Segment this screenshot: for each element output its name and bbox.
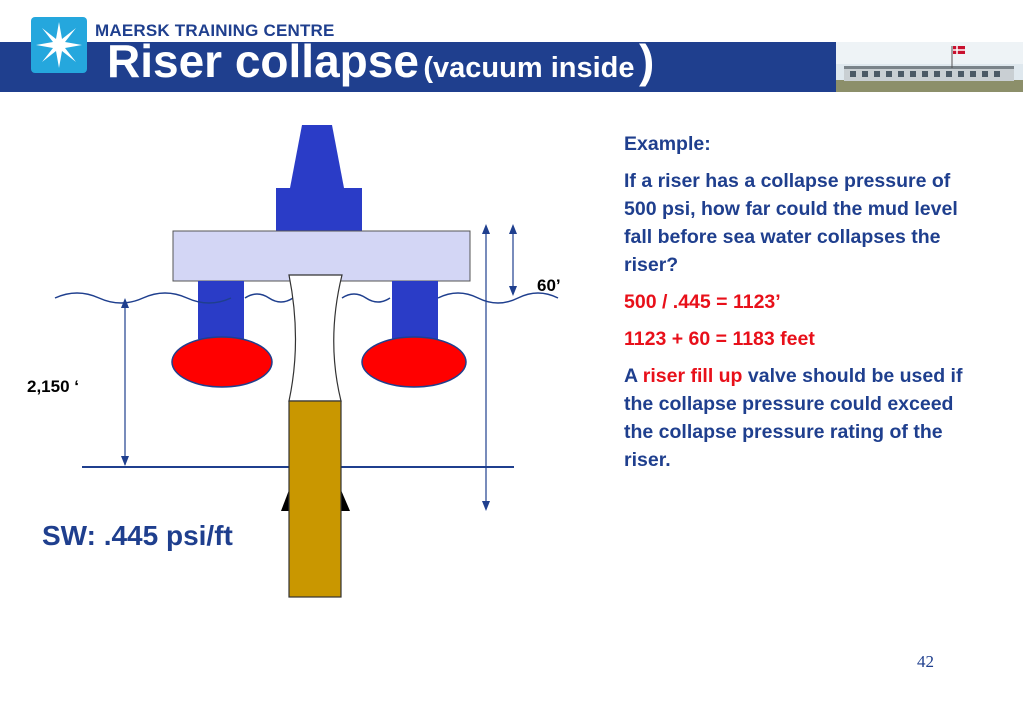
- building-photo: [836, 42, 1023, 92]
- left-column: [198, 281, 244, 339]
- brand-name: MAERSK TRAINING CENTRE: [95, 21, 335, 40]
- sw-gradient-label: SW: .445 psi/ft: [42, 520, 233, 551]
- advice-prefix: A: [624, 365, 643, 387]
- air-gap-label: 60’: [537, 276, 561, 295]
- derrick: [290, 125, 344, 188]
- calculation-2: 1123 + 60 = 1183 feet: [624, 328, 815, 350]
- example-heading: Example:: [624, 133, 711, 155]
- collapsed-riser: [288, 274, 343, 402]
- mud-column: [288, 400, 342, 598]
- title-sub: (vacuum inside: [423, 52, 635, 84]
- example-text: Example: If a riser has a collapse press…: [624, 130, 964, 483]
- rig-deck: [172, 230, 471, 282]
- left-pontoon: [171, 336, 273, 388]
- advice-suffix: valve should be used if the collapse pre…: [624, 365, 963, 471]
- sea-surface-mid2: [341, 293, 391, 303]
- drill-floor: [276, 188, 362, 231]
- right-column: [392, 281, 438, 339]
- page-title: Riser collapse (vacuum inside ): [107, 38, 654, 84]
- advice-highlight: riser fill up: [642, 365, 743, 387]
- water-depth-label: 2,150 ‘: [27, 377, 79, 396]
- sea-surface-mid: [244, 293, 294, 303]
- title-main: Riser collapse: [107, 35, 419, 87]
- bop-right: [341, 490, 350, 511]
- right-pontoon: [361, 336, 467, 388]
- title-close: ): [638, 35, 655, 87]
- page-number: 42: [917, 652, 934, 671]
- advice-text: A riser fill up valve should be used if …: [624, 362, 964, 474]
- riser-diagram: 60’ 2,150 ‘: [27, 125, 561, 598]
- calculation-1: 500 / .445 = 1123’: [624, 291, 781, 313]
- example-question: If a riser has a collapse pressure of 50…: [624, 170, 958, 276]
- sea-surface-left: [54, 292, 232, 304]
- bop-left: [281, 490, 289, 511]
- star-icon: [36, 22, 82, 68]
- sea-surface-right: [437, 292, 559, 304]
- maersk-star-logo: [31, 17, 87, 73]
